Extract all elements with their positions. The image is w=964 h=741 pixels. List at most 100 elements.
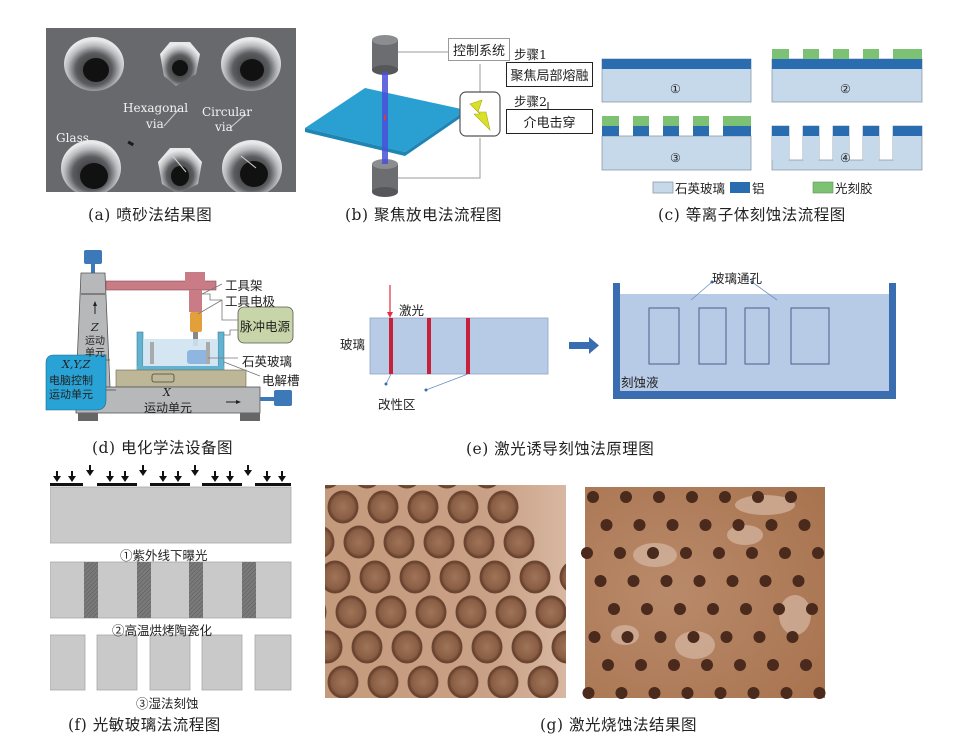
ablated-hole [325,560,351,594]
via-bottom-1 [61,140,121,196]
ablated-hole [806,603,818,615]
step-label-uv-exposure: ①紫外线下曝光 [120,548,208,563]
ablated-hole [588,631,601,643]
label-z-unit-2: 单元 [85,348,105,359]
modified-zone [389,318,393,374]
label-z-axis: Z [91,321,99,334]
ablated-hole [503,525,535,559]
label-tool-electrode: 工具电极 [225,294,276,309]
label-electrolytic-cell: 电解槽 [262,373,300,388]
tool-arm [105,280,217,291]
ablated-hole [786,631,799,643]
legend-label-aluminum: 铝 [752,181,765,196]
motor-icon [274,390,292,406]
ablated-hole [719,491,731,503]
ablated-hole [325,630,343,664]
label-hexagonal-via: via [146,117,164,131]
ablated-hole [343,525,375,559]
ablated-hole [714,687,727,699]
ablated-hole [439,560,471,594]
label-quartz-glass: 石英玻璃 [242,354,293,369]
ablated-hole [602,659,614,671]
ablated-hole [686,491,698,503]
label-pulse-power: 脉冲电源 [240,319,291,334]
label-glass: 玻璃 [340,337,366,352]
glass-substrate [369,317,549,375]
ablated-hole [746,547,758,559]
ablated-hole [495,595,527,629]
ablated-hole [479,560,511,594]
panel-d: 工具架 工具电极 脉冲电源 石英玻璃 电解槽 Z 运动 单元 X,Y,Z 电脑控… [40,250,340,430]
caption-g: (g) 激光烧蚀法结果图 [540,716,697,734]
ablated-hole [707,603,719,615]
ablated-hole [615,687,628,699]
via-top-1 [64,37,124,91]
ablated-hole [359,560,391,594]
etchant-liquid [619,294,895,392]
panel-g [325,485,930,700]
label-modified-zone: 改性区 [378,397,416,412]
ablated-hole [633,519,646,531]
ablated-hole [813,687,826,699]
ablated-hole [325,604,327,620]
ablated-hole [759,575,772,587]
glass-pillar [149,634,191,691]
ablated-hole [551,630,566,664]
ablated-hole [648,687,661,699]
ablated-hole [681,687,694,699]
label-through-via: 玻璃通孔 [712,271,763,286]
ablated-hole [477,485,497,489]
label-z-unit-1: 运动 [85,336,105,347]
ablated-hole [701,659,713,671]
caption-b: (b) 聚焦放电法流程图 [345,206,502,224]
caption-a: (a) 喷砂法结果图 [88,206,213,224]
legend-swatch-photoresist [812,181,834,194]
ablated-hole [327,665,359,698]
ablated-hole [431,630,463,664]
legend-label-quartz: 石英玻璃 [675,181,726,196]
pulse-power-supply [237,306,294,344]
ablated-hole [734,659,746,671]
label-laser: 激光 [399,303,425,318]
ablated-hole [621,631,634,643]
process-arrow [569,342,589,349]
crystallized-zone [242,562,256,618]
caption-f: (f) 光敏玻璃法流程图 [68,716,221,734]
modified-zone [427,318,431,374]
ablated-hole [351,630,383,664]
ablated-hole [779,547,791,559]
ablated-hole [627,575,640,587]
ablated-hole [437,485,457,489]
through-via [698,307,727,365]
ablated-hole [608,603,620,615]
ablated-hole [653,491,665,503]
motor-icon [84,250,102,264]
ablated-hole [614,547,626,559]
glass-block-1 [49,486,292,544]
electrode-icon [372,159,398,197]
caption-c: (c) 等离子体刻蚀法流程图 [658,206,846,224]
ablated-hole [581,547,593,559]
ablated-hole [740,603,752,615]
step-label-4: ④ [840,151,851,165]
through-via [790,307,830,365]
panel-b: 控制系统 步骤1 聚焦局部熔融 步骤2 介电击穿 [300,30,600,200]
glass-pillar [96,634,138,691]
ablated-hole [699,519,712,531]
step2-diagram [771,49,923,103]
ablated-hole [800,659,812,671]
step-label-1: ① [670,82,681,96]
ablated-hole [463,525,495,559]
ablated-hole [600,519,613,531]
ablated-hole [747,687,760,699]
ablated-hole [375,595,407,629]
label-x-unit: 运动单元 [144,401,193,415]
step1-diagram [601,58,752,103]
ablated-hole [792,575,805,587]
ablated-hole [647,547,659,559]
legend-swatch-quartz [652,181,674,194]
label-tool-holder: 工具架 [225,278,263,293]
panel-f: ①紫外线下曝光 ②高温烘烤陶瓷化 ③湿法刻蚀 [49,465,295,715]
ablated-hole [407,665,439,698]
ablated-hole [687,631,700,643]
